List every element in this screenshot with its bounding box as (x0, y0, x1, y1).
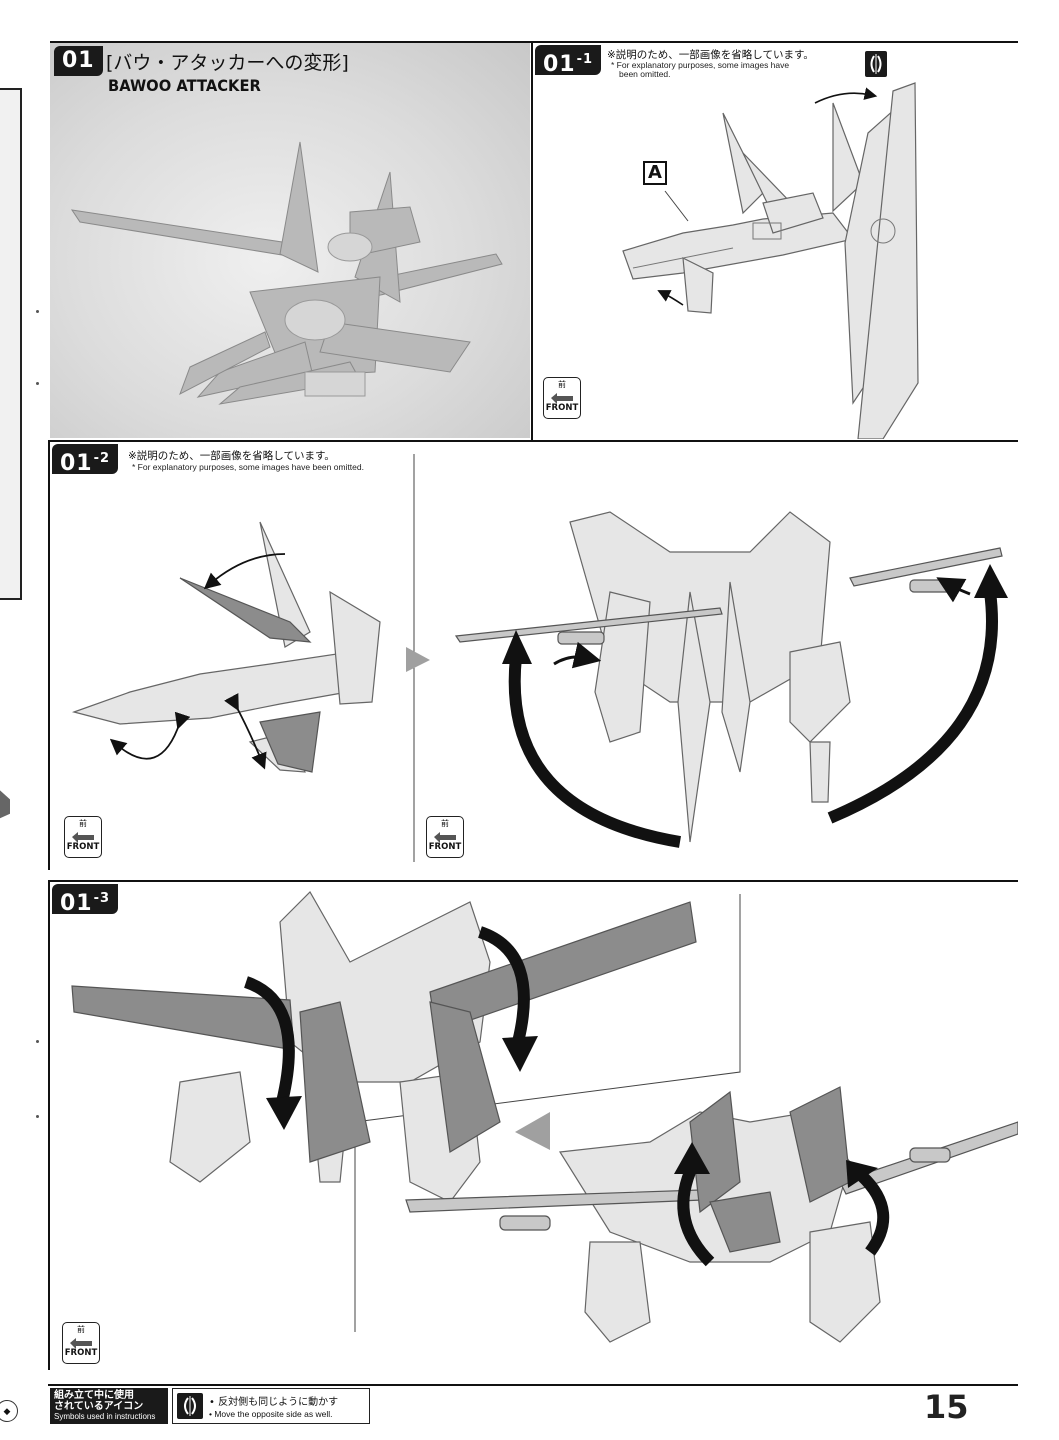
icon-legend-title: 組み立て中に使用 されているアイコン Symbols used in instr… (50, 1388, 168, 1424)
legend-item-jp: • 反対側も同じように動かす (209, 1397, 339, 1408)
omission-note-en: * For explanatory purposes, some images … (611, 60, 790, 79)
front-direction-indicator: 前 FRONT (426, 816, 464, 858)
divider (531, 41, 533, 441)
omission-note-jp: ※説明のため、一部画像を省略しています。 (128, 450, 335, 462)
bawoo-attacker-model-image (70, 141, 503, 405)
divider (48, 440, 50, 870)
step-01-3-diagram (71, 891, 1018, 1343)
step-number-badge: 01-3 (52, 884, 119, 916)
step-number-badge: 01-2 (52, 444, 119, 476)
edge-mark (36, 310, 39, 313)
front-direction-indicator: 前 FRONT (62, 1322, 100, 1364)
divider (50, 41, 1018, 43)
edge-mark (36, 1040, 39, 1043)
page-number: 15 (924, 1388, 969, 1426)
adjacent-page-icon: ◆ (0, 1400, 18, 1422)
footer-divider (48, 1384, 1018, 1386)
omission-note-en: * For explanatory purposes, some images … (132, 462, 364, 472)
front-arrow-icon (63, 1335, 99, 1349)
step-01-3-panel: 01-3 (50, 882, 1018, 1370)
adjacent-page-fragment (0, 785, 10, 821)
divider (50, 440, 1018, 442)
divider (48, 880, 50, 1370)
step-number-badge: 01 (54, 46, 103, 76)
step-01-1-diagram (622, 82, 919, 439)
adjacent-page-panel (0, 88, 22, 600)
part-label-a: A (643, 161, 667, 185)
omission-note-jp: ※説明のため、一部画像を省略しています。 (607, 49, 814, 61)
step-01-2-diagram (71, 454, 1008, 862)
step-number-badge: 01-1 (535, 45, 602, 77)
legend-item-en: • Move the opposite side as well. (209, 1409, 333, 1419)
mirror-move-icon (865, 51, 887, 77)
divider (50, 880, 1018, 882)
mirror-move-icon (177, 1393, 203, 1419)
front-direction-indicator: 前 FRONT (543, 377, 581, 419)
icon-legend-item: • 反対側も同じように動かす • Move the opposite side … (172, 1388, 370, 1424)
front-arrow-icon (65, 829, 101, 843)
step-01-panel: 01 [バウ・アタッカーへの変形] BAWOO ATTACKER (50, 42, 530, 438)
edge-mark (36, 1115, 39, 1118)
step-01-1-panel: 01-1 ※説明のため、一部画像を省略しています。 * For explanat… (533, 43, 1019, 439)
step-01-2-panel: 01-2 ※説明のため、一部画像を省略しています。 * For explanat… (50, 442, 1018, 870)
edge-mark (36, 382, 39, 385)
step-title-en: BAWOO ATTACKER (108, 76, 261, 95)
front-arrow-icon (544, 390, 580, 404)
step-title-jp: [バウ・アタッカーへの変形] (106, 52, 349, 74)
front-direction-indicator: 前 FRONT (64, 816, 102, 858)
front-arrow-icon (427, 829, 463, 843)
